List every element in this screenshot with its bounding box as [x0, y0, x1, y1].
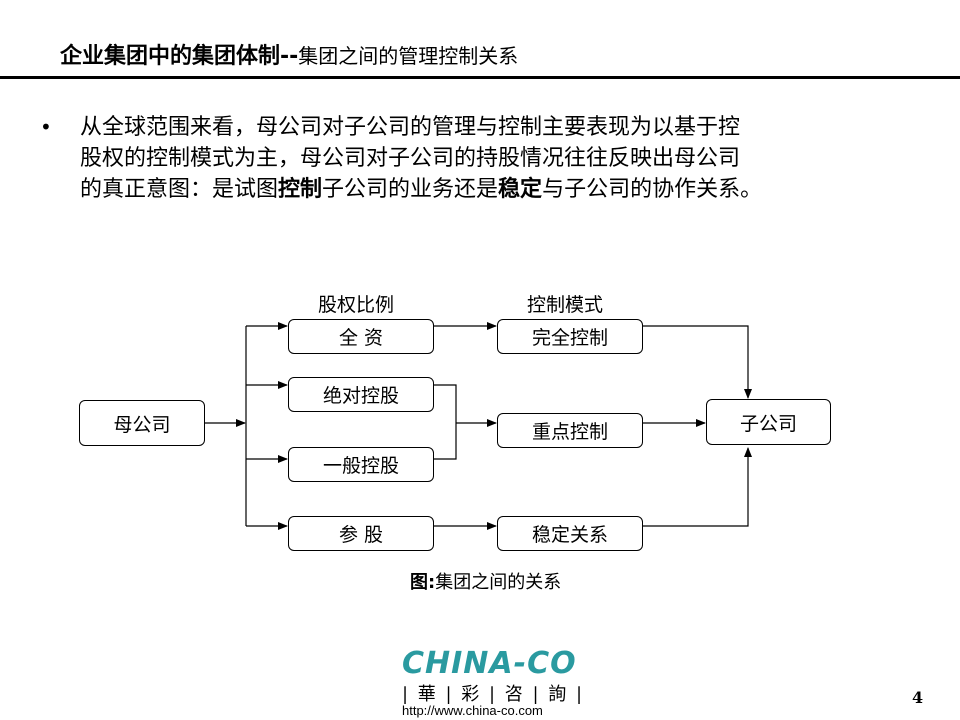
china-co-logo-chinese: | 華 | 彩 | 咨 | 詢 | — [402, 684, 585, 705]
column-header-mode: 控制模式 — [527, 294, 604, 316]
node-ratio-full: 全 资 — [288, 319, 434, 354]
paragraph-line-3-part-c: 子公司的业务还是 — [322, 177, 499, 202]
node-mode-key-control: 重点控制 — [497, 413, 643, 448]
column-header-ratio: 股权比例 — [318, 294, 395, 316]
slide-title: 企业集团中的集团体制--集团之间的管理控制关系 — [60, 38, 518, 70]
node-ratio-absolute: 绝对控股 — [288, 377, 434, 412]
paragraph-line-2: 股权的控制模式为主，母公司对子公司的持股情况往往反映出母公司 — [80, 146, 741, 171]
caption-label: 图: — [410, 572, 436, 593]
emphasis-control: 控制 — [278, 177, 323, 202]
footer-url: http://www.china-co.com — [402, 703, 543, 718]
node-subsidiary: 子公司 — [706, 399, 831, 445]
slide-title-rest: 集团之间的管理控制关系 — [298, 44, 519, 68]
caption-text: 集团之间的关系 — [435, 572, 562, 593]
paragraph-text: 从全球范围来看，母公司对子公司的管理与控制主要表现为以基于控 股权的控制模式为主… — [80, 112, 900, 205]
node-mode-full-control: 完全控制 — [497, 319, 643, 354]
title-divider — [0, 76, 960, 79]
paragraph-line-3: 的真正意图：是试图控制子公司的业务还是稳定与子公司的协作关系。 — [80, 174, 900, 205]
node-parent-company: 母公司 — [79, 400, 205, 446]
node-ratio-general: 一般控股 — [288, 447, 434, 482]
node-ratio-minor: 参 股 — [288, 516, 434, 551]
page-number: 4 — [912, 688, 924, 707]
figure-caption: 图:集团之间的关系 — [410, 568, 561, 594]
paragraph-line-3-part-e: 与子公司的协作关系。 — [542, 177, 763, 202]
paragraph-line-3-part-a: 的真正意图：是试图 — [80, 177, 279, 202]
china-co-logo: CHINA-CO — [402, 646, 577, 681]
node-mode-stable: 稳定关系 — [497, 516, 643, 551]
merge-bracket — [434, 384, 457, 460]
arrow-full-control-to-child — [643, 325, 752, 399]
bullet-icon: • — [40, 115, 52, 139]
paragraph-line-1: 从全球范围来看，母公司对子公司的管理与控制主要表现为以基于控 — [80, 115, 741, 140]
arrow-stable-to-child — [643, 447, 752, 527]
emphasis-stable: 稳定 — [498, 177, 543, 202]
slide-title-bold: 企业集团中的集团体制-- — [60, 44, 299, 69]
